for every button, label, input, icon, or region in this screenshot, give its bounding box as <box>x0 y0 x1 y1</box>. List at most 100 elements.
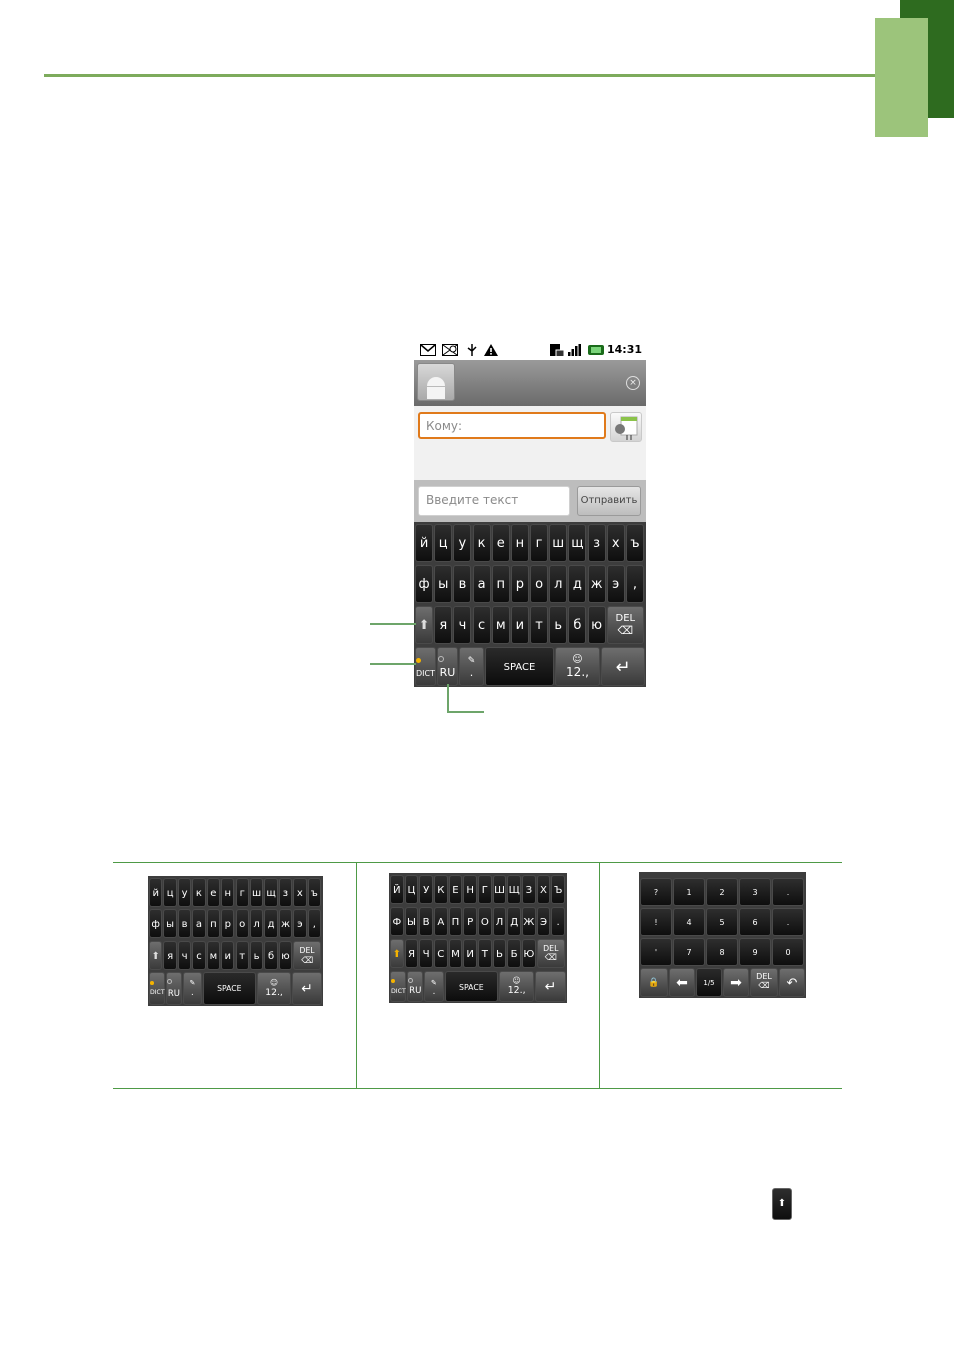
delete-key[interactable]: DEL⌫ <box>606 606 644 644</box>
key-.[interactable]: . <box>551 906 565 937</box>
key-,[interactable]: , <box>625 565 644 603</box>
key-ч[interactable]: ч <box>177 940 192 970</box>
key-з[interactable]: з <box>587 524 606 562</box>
dict-key[interactable]: DICT <box>149 972 165 1005</box>
num-key-0-2[interactable]: 2 <box>706 878 738 906</box>
key-Ф[interactable]: Ф <box>390 906 404 937</box>
key-н[interactable]: н <box>221 877 235 907</box>
key-Ш[interactable]: Ш <box>492 874 507 905</box>
key-ц[interactable]: ц <box>163 877 177 907</box>
cursor-right-key[interactable]: ➡ <box>723 968 749 997</box>
key-к[interactable]: к <box>192 877 206 907</box>
key-Ю[interactable]: Ю <box>522 938 536 969</box>
shift-key[interactable]: ⬆ <box>415 606 434 644</box>
key-ь[interactable]: ь <box>249 940 264 970</box>
key-ф[interactable]: ф <box>149 909 163 939</box>
num-key-0-1[interactable]: 1 <box>673 878 705 906</box>
key-с[interactable]: с <box>472 606 491 644</box>
key-т[interactable]: т <box>530 606 549 644</box>
key-Щ[interactable]: Щ <box>507 874 521 905</box>
space-key[interactable]: SPACE <box>485 647 554 686</box>
key-я[interactable]: я <box>163 940 177 970</box>
key-Х[interactable]: Х <box>536 874 551 905</box>
lock-key[interactable]: 🔒 <box>640 968 668 997</box>
key-э[interactable]: э <box>606 565 625 603</box>
key-ф[interactable]: ф <box>415 565 434 603</box>
key-Б[interactable]: Б <box>507 938 521 969</box>
key-б[interactable]: б <box>568 606 587 644</box>
key-й[interactable]: й <box>149 877 163 907</box>
key-А[interactable]: А <box>434 906 448 937</box>
key-В[interactable]: В <box>419 906 433 937</box>
symbols-key[interactable]: ☺12., <box>555 647 600 686</box>
key-С[interactable]: С <box>434 938 448 969</box>
enter-key[interactable]: ↵ <box>535 970 566 1002</box>
space-key[interactable]: SPACE <box>444 970 499 1002</box>
period-key[interactable]: ✎. <box>182 972 202 1005</box>
key-р[interactable]: р <box>510 565 529 603</box>
symbols-key[interactable]: ☺12., <box>499 970 535 1002</box>
shift-key[interactable]: ⬆ <box>390 938 404 969</box>
key-э[interactable]: э <box>293 909 307 939</box>
key-х[interactable]: х <box>293 877 307 907</box>
key-н[interactable]: н <box>510 524 529 562</box>
page-indicator[interactable]: 1/5 <box>696 968 722 997</box>
key-Т[interactable]: Т <box>478 938 492 969</box>
key-й[interactable]: й <box>415 524 434 562</box>
key-Ч[interactable]: Ч <box>419 938 433 969</box>
contacts-button[interactable] <box>610 412 642 442</box>
key-п[interactable]: п <box>491 565 510 603</box>
key-Ь[interactable]: Ь <box>492 938 507 969</box>
key-ь[interactable]: ь <box>549 606 568 644</box>
close-icon[interactable]: × <box>626 376 640 390</box>
key-л[interactable]: л <box>249 909 264 939</box>
key-ш[interactable]: ш <box>249 877 264 907</box>
key-Ж[interactable]: Ж <box>522 906 536 937</box>
key-ю[interactable]: ю <box>587 606 606 644</box>
key-,[interactable]: , <box>307 909 321 939</box>
key-ы[interactable]: ы <box>434 565 453 603</box>
key-т[interactable]: т <box>235 940 249 970</box>
key-ч[interactable]: ч <box>453 606 472 644</box>
num-key-2-2[interactable]: 8 <box>706 938 738 966</box>
key-к[interactable]: к <box>472 524 491 562</box>
enter-key[interactable]: ↵ <box>292 972 322 1005</box>
key-я[interactable]: я <box>434 606 453 644</box>
num-delete-key[interactable]: DEL⌫ <box>750 968 778 997</box>
key-г[interactable]: г <box>235 877 249 907</box>
num-key-2-3[interactable]: 9 <box>739 938 771 966</box>
key-М[interactable]: М <box>448 938 463 969</box>
key-д[interactable]: д <box>568 565 587 603</box>
key-Я[interactable]: Я <box>404 938 419 969</box>
period-key[interactable]: ✎. <box>459 647 484 686</box>
key-П[interactable]: П <box>448 906 463 937</box>
num-key-1-0[interactable]: ! <box>640 908 672 936</box>
key-Н[interactable]: Н <box>463 874 477 905</box>
key-а[interactable]: а <box>472 565 491 603</box>
key-щ[interactable]: щ <box>264 877 278 907</box>
key-е[interactable]: е <box>491 524 510 562</box>
key-Г[interactable]: Г <box>478 874 492 905</box>
key-р[interactable]: р <box>221 909 235 939</box>
num-key-2-1[interactable]: 7 <box>673 938 705 966</box>
key-и[interactable]: и <box>221 940 235 970</box>
key-щ[interactable]: щ <box>568 524 587 562</box>
key-о[interactable]: о <box>530 565 549 603</box>
key-ц[interactable]: ц <box>434 524 453 562</box>
key-з[interactable]: з <box>278 877 293 907</box>
key-Е[interactable]: Е <box>448 874 463 905</box>
shift-key[interactable]: ⬆ <box>149 940 163 970</box>
key-е[interactable]: е <box>206 877 221 907</box>
language-key[interactable]: RU <box>407 970 424 1002</box>
key-д[interactable]: д <box>264 909 278 939</box>
key-Ц[interactable]: Ц <box>404 874 419 905</box>
num-key-0-0[interactable]: ? <box>640 878 672 906</box>
send-button[interactable]: Отправить <box>577 486 641 516</box>
key-л[interactable]: л <box>549 565 568 603</box>
recipient-input[interactable]: Кому: <box>418 412 606 439</box>
key-у[interactable]: у <box>453 524 472 562</box>
key-Ы[interactable]: Ы <box>404 906 419 937</box>
undo-key[interactable]: ↶ <box>779 968 805 997</box>
key-У[interactable]: У <box>419 874 433 905</box>
key-И[interactable]: И <box>463 938 477 969</box>
